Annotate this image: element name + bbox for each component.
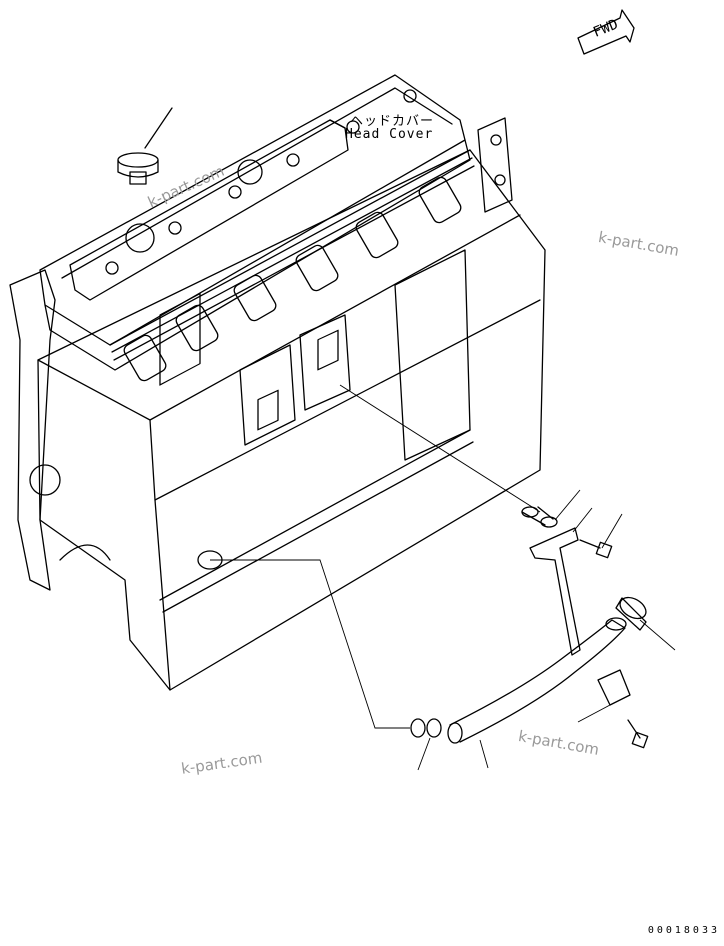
bolt-upper xyxy=(579,539,613,559)
clamp-and-bolt xyxy=(597,669,649,749)
cylinder-block xyxy=(37,149,546,691)
pipe-bracket xyxy=(529,527,581,656)
oil-filler-cap xyxy=(117,107,173,185)
manifold-ports xyxy=(123,176,462,382)
drawing-number: 00018033 xyxy=(647,925,720,936)
o-rings xyxy=(410,718,442,738)
gauge-cap xyxy=(615,596,647,631)
head-cover-bolts xyxy=(105,89,417,275)
leader-lines xyxy=(210,384,676,771)
head-cover-label-jp: ヘッドカバー xyxy=(350,114,435,129)
dowel-pin xyxy=(521,506,558,528)
fwd-arrow-icon xyxy=(577,9,635,55)
head-cover-label-en: Head Cover xyxy=(345,127,434,142)
oil-level-guide-pipe xyxy=(447,617,627,744)
